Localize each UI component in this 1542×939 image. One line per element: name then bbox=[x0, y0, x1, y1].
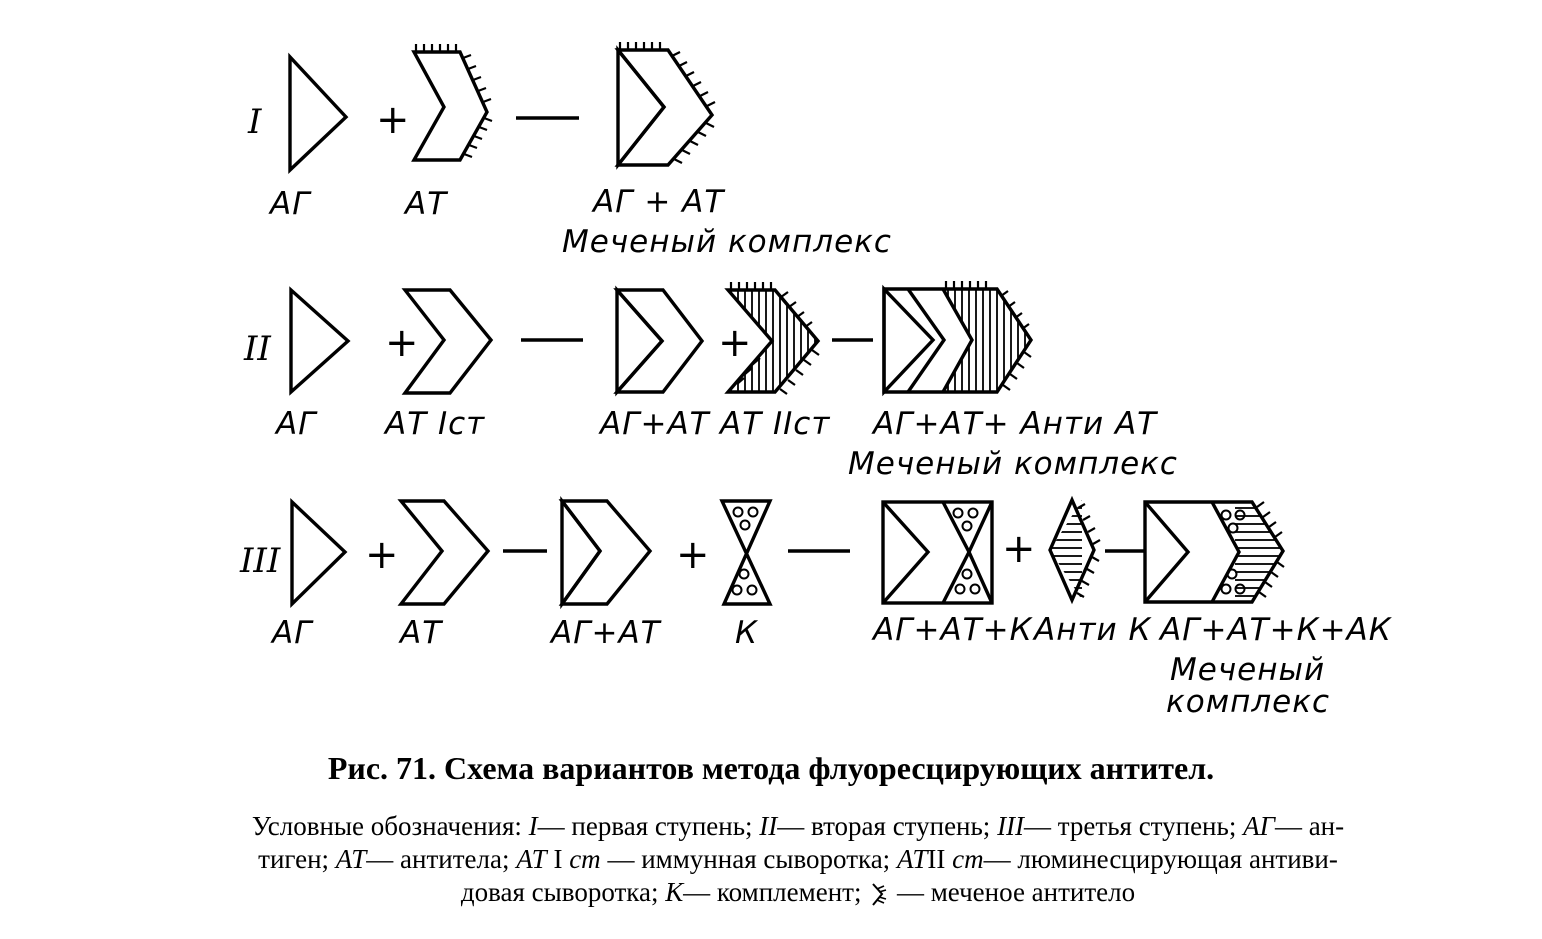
row2-label-complex: АГ+АТ bbox=[598, 406, 711, 442]
legend-ag-symbol: АГ bbox=[1243, 811, 1275, 841]
legend-at1-text: — иммунная сыворотка; bbox=[607, 844, 891, 874]
row1-antigen-shape bbox=[288, 52, 349, 174]
marked-antibody-icon bbox=[872, 883, 887, 906]
row3-note-line2: комплекс bbox=[1166, 684, 1330, 720]
legend-at1-st: ст bbox=[569, 844, 601, 874]
row2-complex-shape bbox=[613, 285, 705, 397]
row3-antibody-shape bbox=[397, 499, 491, 606]
row3-antigen-shape bbox=[290, 498, 348, 609]
legend-i-symbol: I bbox=[528, 811, 538, 841]
legend-ag-text-1: — ан- bbox=[1274, 811, 1345, 841]
row3-complement-shape bbox=[719, 499, 773, 606]
row1-label-ag: АГ bbox=[268, 186, 312, 222]
row3-label-ag: АГ bbox=[270, 615, 314, 651]
row2-label-complex2: АГ+АТ+ Анти АТ bbox=[871, 406, 1158, 442]
legend-at2-text-2: довая сыворотка; bbox=[460, 877, 659, 907]
row3-label-complex: АГ+АТ bbox=[549, 615, 662, 651]
row1-label-at: АТ bbox=[403, 186, 448, 222]
row3-label-anti-k: Анти К bbox=[1032, 612, 1153, 648]
row2-label-at2: АТ IIст bbox=[718, 406, 830, 442]
legend-at1-symbol: АТ bbox=[516, 844, 547, 874]
figure-legend: Условные обозначения: I— первая ступень;… bbox=[128, 810, 1468, 909]
row3-note-line1: Меченый bbox=[1170, 652, 1325, 688]
row2-labelled-complex-shape bbox=[882, 281, 1034, 397]
row3-label-final-complex: АГ+АТ+К+АК bbox=[1158, 612, 1393, 648]
figure-caption-title: Рис. 71. Схема вариантов метода флуоресц… bbox=[327, 750, 1215, 786]
legend-at2-symbol: АТ bbox=[896, 844, 928, 874]
row3-label-complex-k: АГ+АТ+К bbox=[871, 612, 1034, 648]
legend-iii-text: — третья ступень; bbox=[1024, 811, 1237, 841]
legend-ii-symbol: II bbox=[759, 811, 778, 841]
row1-numeral: I bbox=[247, 102, 262, 142]
row3-complex-shape bbox=[558, 495, 653, 610]
row1-antibody-label-ticks bbox=[414, 44, 493, 159]
row2-note: Меченый комплекс bbox=[848, 446, 1178, 482]
legend-iii-symbol: III bbox=[997, 811, 1025, 841]
legend-at2-st: ст bbox=[952, 844, 984, 874]
legend-marked-text: — меченое антитело bbox=[896, 877, 1136, 907]
row1-complex-shape bbox=[614, 42, 716, 170]
row2-label-at1: АТ Iст bbox=[383, 406, 485, 442]
row2-label-ag: АГ bbox=[274, 406, 318, 442]
legend-ii-text: — вторая ступень; bbox=[777, 811, 991, 841]
row3-plus-1: + bbox=[365, 532, 399, 578]
row1-label-complex: АГ + АТ bbox=[591, 184, 725, 220]
row1-plus-1: + bbox=[376, 97, 410, 143]
legend-at1-roman: I bbox=[553, 844, 563, 874]
legend-at-text: — антитела; bbox=[366, 844, 510, 874]
row3-plus-3: + bbox=[1002, 526, 1036, 572]
row1-antibody-shape bbox=[411, 50, 489, 162]
row2-antigen-shape bbox=[289, 286, 351, 396]
row3-complex-k-shape bbox=[881, 500, 994, 605]
legend-i-text: — первая ступень; bbox=[537, 811, 753, 841]
row3-plus-2: + bbox=[676, 532, 710, 578]
legend-k-text: — комплемент; bbox=[683, 877, 862, 907]
row1-note: Меченый комплекс bbox=[562, 224, 892, 260]
row3-labelled-complex-shape bbox=[1143, 500, 1286, 604]
row2-plus-1: + bbox=[385, 320, 419, 366]
row3-numeral: III bbox=[239, 541, 281, 581]
legend-intro: Условные обозначения: bbox=[251, 811, 522, 841]
row2-antibody1-shape bbox=[401, 288, 494, 395]
fluorescent-antibody-scheme: I АГ + АТ bbox=[239, 42, 1393, 720]
legend-k-symbol: К bbox=[665, 877, 684, 907]
legend-at2-text-1: — люминесцирующая антиви- bbox=[983, 844, 1338, 874]
row3-label-k: К bbox=[735, 615, 759, 651]
legend-ag-text-2: тиген; bbox=[258, 844, 330, 874]
legend-at-symbol: АТ bbox=[335, 844, 367, 874]
row2-numeral: II bbox=[243, 329, 271, 369]
row2-plus-2: + bbox=[718, 320, 752, 366]
legend-at2-roman: II bbox=[927, 844, 946, 874]
row3-anti-complement-shape bbox=[1048, 495, 1101, 605]
row3-label-at: АТ bbox=[398, 615, 443, 651]
